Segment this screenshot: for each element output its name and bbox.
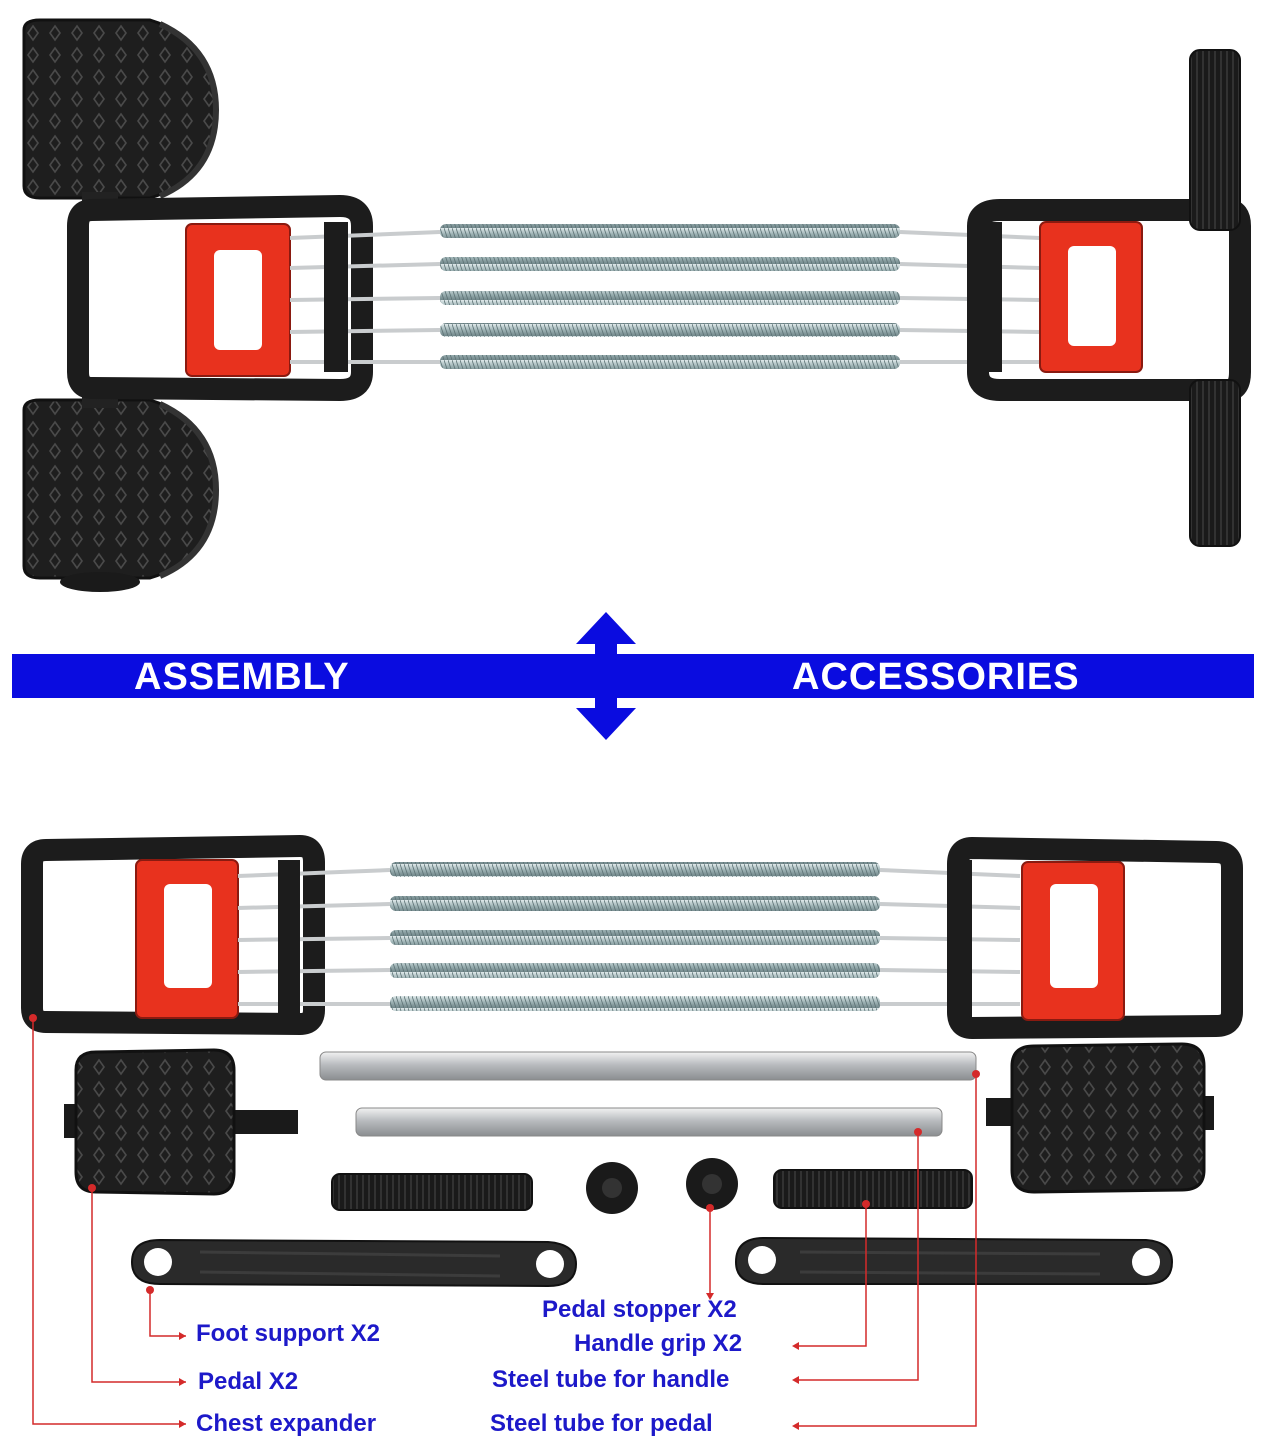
steel-tube-for-pedal bbox=[319, 1051, 977, 1081]
label-foot-support: Foot support X2 bbox=[196, 1320, 380, 1347]
label-steel-tube-handle: Steel tube for handle bbox=[492, 1366, 730, 1393]
assembled-right-handle-frame bbox=[967, 49, 1251, 547]
pedal-stopper-left bbox=[586, 1162, 638, 1214]
pedal-right bbox=[986, 1042, 1214, 1194]
label-steel-tube-pedal: Steel tube for pedal bbox=[490, 1410, 713, 1437]
handle-grip-left bbox=[331, 1173, 533, 1211]
assembled-left-handle-frame bbox=[67, 194, 373, 402]
foot-support-right bbox=[734, 1236, 1174, 1285]
section-banner bbox=[12, 654, 1254, 698]
chest-expander bbox=[21, 834, 1243, 1040]
banner-label-assembly: ASSEMBLY bbox=[134, 656, 350, 698]
assembled-product bbox=[22, 18, 1251, 592]
label-pedal: Pedal X2 bbox=[198, 1368, 299, 1395]
steel-tube-for-handle bbox=[355, 1107, 943, 1137]
pedal-left bbox=[64, 1048, 298, 1196]
label-chest-expander: Chest expander bbox=[196, 1410, 377, 1437]
label-handle-grip: Handle grip X2 bbox=[574, 1330, 743, 1357]
label-pedal-stopper: Pedal stopper X2 bbox=[542, 1296, 737, 1323]
assembled-pedal-bottom bbox=[22, 388, 220, 592]
foot-support-left bbox=[130, 1238, 578, 1288]
handle-grip-right bbox=[773, 1169, 973, 1209]
assembled-springs bbox=[289, 222, 1041, 372]
banner-label-accessories: ACCESSORIES bbox=[792, 656, 1080, 698]
leader-lines bbox=[32, 1018, 977, 1427]
pedal-stopper-right bbox=[686, 1158, 738, 1210]
assembled-pedal-top bbox=[22, 18, 220, 212]
leader-dots bbox=[29, 1014, 980, 1430]
double-arrow-icon bbox=[576, 612, 636, 740]
